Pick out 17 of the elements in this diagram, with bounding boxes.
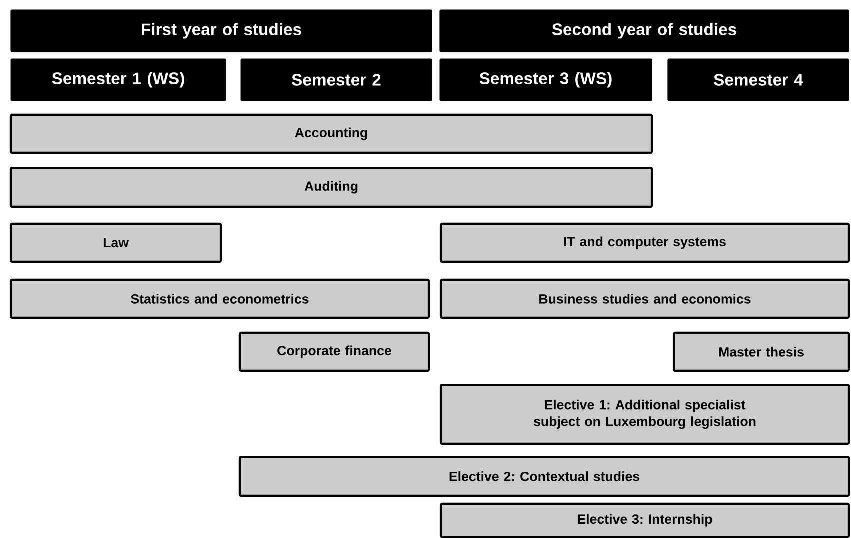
module-bar: Corporate finance [238, 332, 430, 372]
module-bar: Business studies and economics [440, 278, 850, 320]
semester-header: Semester 1 (WS) [10, 58, 226, 102]
module-bar: IT and computer systems [440, 222, 850, 264]
header-bar: First year of studies [10, 10, 432, 52]
semester-header: Semester 3 (WS) [440, 58, 652, 102]
module-bar: Elective 3: Internship [440, 502, 850, 538]
module-bar: Accounting [10, 114, 654, 154]
module-bar: Elective 2: Contextual studies [238, 456, 850, 498]
module-bar: Statistics and econometrics [10, 278, 430, 320]
semester-header: Semester 2 [240, 58, 432, 102]
module-bar: Elective 1: Additional specialist subject on Luxembourg legislation [440, 384, 850, 446]
header-bar: Second year of studies [440, 10, 850, 52]
module-bar: Law [10, 222, 222, 264]
semester-header: Semester 4 [668, 58, 850, 102]
module-bar: Auditing [10, 166, 654, 208]
module-bar: Master thesis [672, 332, 850, 372]
